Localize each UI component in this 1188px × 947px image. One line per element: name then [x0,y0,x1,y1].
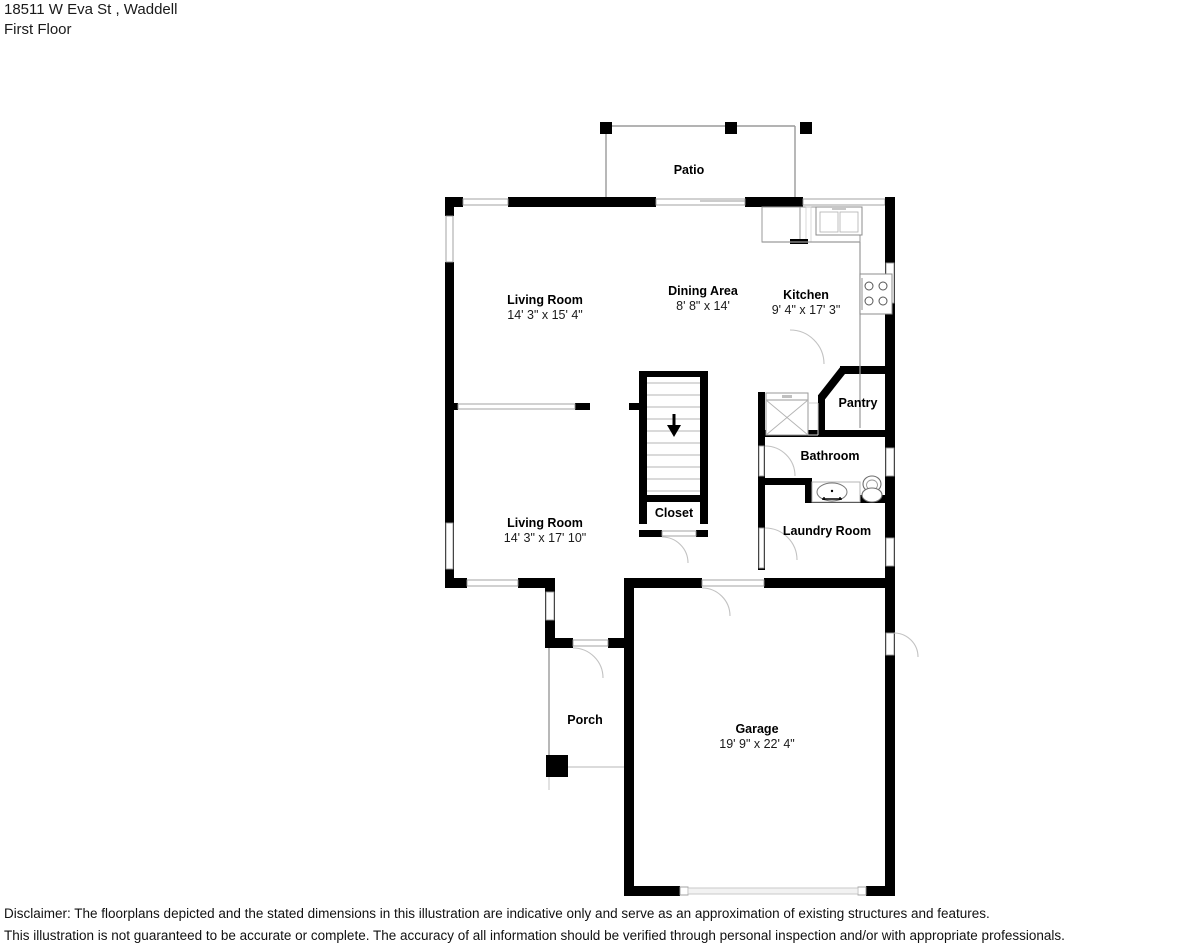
kitchen-counters [761,206,893,428]
patio-post [800,122,812,134]
pantry-wall-bottom [758,430,895,437]
disclaimer-block: Disclaimer: The floorplans depicted and … [4,903,1184,947]
room-label-kitchen: Kitchen 9' 4" x 17' 3" [771,288,841,317]
door-opening [701,579,765,587]
property-address: 18511 W Eva St , Waddell [4,1,178,18]
room-label-living-room-2: Living Room 14' 3" x 17' 10" [503,516,587,545]
room-label-patio: Patio [673,163,705,177]
door-opening [758,445,765,477]
door-opening [885,632,895,656]
kitchen-sink-icon [815,206,863,236]
window [445,215,454,263]
exterior-walls [445,197,895,896]
patio-post [725,122,737,134]
window [466,579,519,587]
bathroom-sink-icon [811,481,861,503]
patio-structure [600,122,812,200]
floor-label: First Floor [4,21,72,38]
plan-header: 18511 W Eva St , Waddell First Floor [4,0,177,40]
bathroom-toilet-icon [861,475,883,503]
room-label-living-room-1: Living Room 14' 3" x 15' 4" [507,293,583,322]
door-swings [572,329,919,679]
utility-wall-left [758,392,765,437]
closet-wall-top [639,495,708,502]
interior-walls [450,206,895,570]
garage-door [687,887,859,895]
disclaimer-line-1: Disclaimer: The floorplans depicted and … [4,906,990,921]
window [885,537,895,567]
room-label-garage: Garage 19' 9" x 22' 4" [719,722,795,751]
porch-post [546,755,568,777]
room-label-porch: Porch [567,713,603,727]
disclaimer-line-2: This illustration is not guaranteed to b… [4,928,1065,943]
window [545,591,555,621]
room-label-bathroom: Bathroom [800,449,860,463]
room-label-closet: Closet [654,506,694,520]
window [885,447,895,477]
room-label-laundry-room: Laundry Room [782,524,872,538]
porch-structure [546,648,624,790]
stairs-down-arrow-icon [667,414,681,437]
stair-treads [647,382,700,492]
window [462,198,886,206]
door-opening [572,639,609,647]
washer-dryer-icon [765,392,819,436]
room-label-pantry: Pantry [838,396,878,410]
door-opening [758,527,765,569]
stair-wall-right [700,371,708,524]
patio-post [600,122,612,134]
room-label-dining-area: Dining Area 8' 8" x 14' [668,284,738,313]
laundry-wall-top [758,478,810,485]
stair-wall-left [639,371,647,524]
stair-rail-nub [629,403,643,410]
kitchen-stove-icon [859,273,893,315]
window [457,403,576,410]
window [445,522,454,570]
pantry-angled-wall [817,367,847,401]
